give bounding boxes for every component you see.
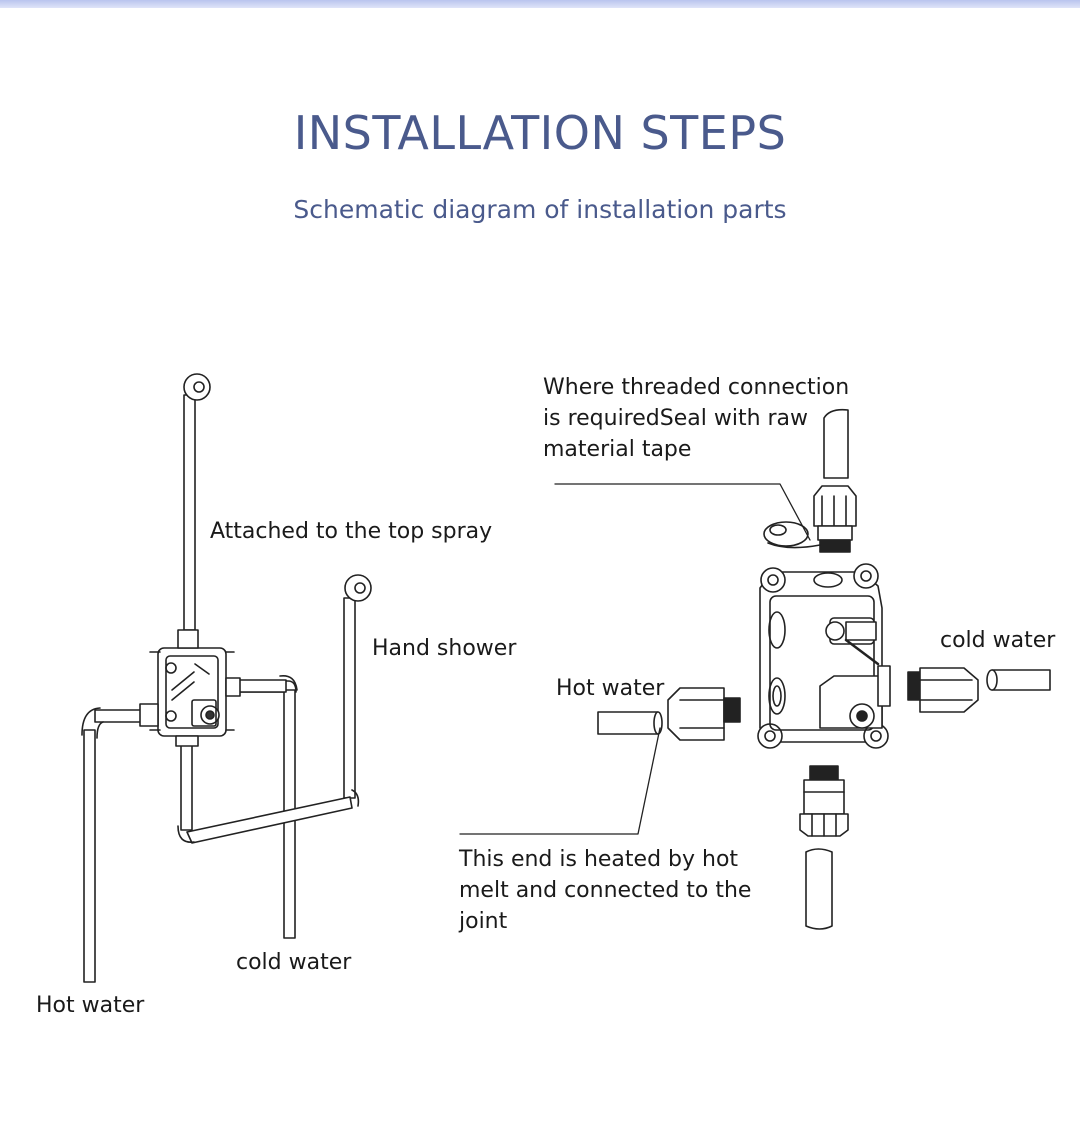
hot-water-pipe-segment <box>597 711 659 735</box>
top-fitting <box>813 485 857 527</box>
label-right-hot-water: Hot water <box>556 676 665 701</box>
label-left-cold-water: cold water <box>236 950 352 975</box>
thread-note-leader <box>554 483 811 541</box>
hot-water-pipe <box>83 729 96 983</box>
bottom-pipe-segment <box>805 848 833 930</box>
top-spray-elbow <box>183 373 211 401</box>
seal-tape-roll <box>763 521 809 547</box>
label-right-cold-water: cold water <box>940 628 1056 653</box>
page-subtitle: Schematic diagram of installation parts <box>293 195 787 224</box>
top-pipe-segment <box>823 408 849 479</box>
top-accent-bar <box>0 0 1080 8</box>
label-thread-seal-note: Where threaded connection is requiredSea… <box>543 375 850 462</box>
top-spray-outlet <box>193 381 205 393</box>
hand-shower-elbow <box>344 574 372 602</box>
cold-water-fitting <box>919 667 979 713</box>
hot-melt-leader <box>459 727 661 835</box>
cold-water-pipe-segment <box>991 669 1051 691</box>
label-top-spray: Attached to the top spray <box>210 519 493 544</box>
top-spray-pipe <box>183 394 196 631</box>
bottom-thread <box>809 765 839 781</box>
left-piping-assembly <box>81 373 372 983</box>
label-left-hot-water: Hot water <box>36 993 145 1018</box>
label-hot-melt-note: This end is heated by hot melt and conne… <box>459 847 752 934</box>
bottom-fitting <box>803 779 845 815</box>
hand-shower-pipe <box>343 597 356 799</box>
hot-water-fitting <box>667 687 725 741</box>
page-title: INSTALLATION STEPS <box>293 106 787 160</box>
label-hand-shower: Hand shower <box>372 636 517 661</box>
right-exploded-assembly <box>459 408 1051 930</box>
hand-shower-outlet <box>354 582 366 594</box>
